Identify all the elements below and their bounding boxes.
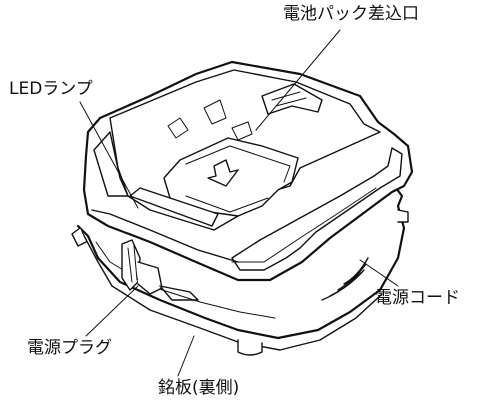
label-power-plug: 電源プラグ: [27, 338, 112, 358]
label-nameplate: 銘板(裏側): [158, 378, 240, 398]
power-plug: [121, 239, 199, 301]
leader-lines: [79, 29, 399, 377]
label-led-lamp: LEDランプ: [9, 79, 93, 99]
label-power-cord: 電源コード: [375, 288, 460, 308]
label-battery-slot: 電池パック差込口: [283, 4, 419, 24]
leader-power-plug: [85, 285, 139, 337]
power-cord: [321, 257, 369, 301]
leader-led-lamp: [79, 101, 139, 209]
charger-housing: [82, 60, 414, 282]
leader-power-cord: [359, 259, 399, 287]
leader-nameplate: [177, 335, 195, 377]
leader-battery-slot: [255, 29, 341, 131]
